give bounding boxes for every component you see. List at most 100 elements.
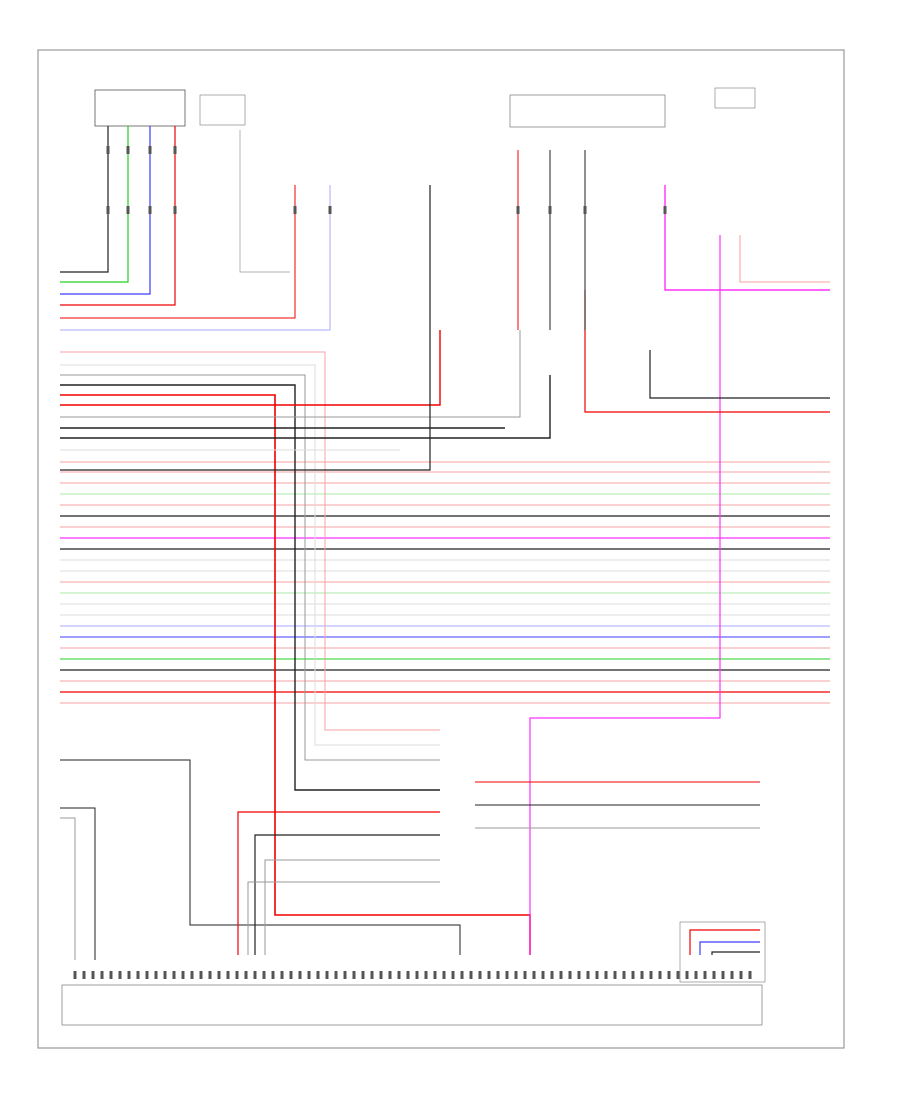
connector-pin [424,971,428,979]
connector-pin [126,146,130,154]
connector-pin [676,971,680,979]
connector-pin [663,206,667,214]
wire-1 [60,126,129,283]
connector-pin [298,971,302,979]
connector-pin [577,971,581,979]
connector-pin [352,971,356,979]
wire-15 [60,375,551,439]
wire-30 [254,834,440,955]
connector-pin [235,971,239,979]
connector-pin [730,971,734,979]
connector-pin [604,971,608,979]
connector-pin [280,971,284,979]
connector-pin [388,971,392,979]
connector-pin [217,971,221,979]
connector-pin [73,971,77,979]
wire-3 [60,126,176,306]
pin-group [73,146,752,979]
connector-pin [106,146,110,154]
connector-pin [451,971,455,979]
diagram-frame [37,49,845,1049]
connector-pin [469,971,473,979]
wire-8 [60,364,440,746]
connector-pin [244,971,248,979]
connector-pin [613,971,617,979]
connector-pin [487,971,491,979]
connector-pin [181,971,185,979]
connector-pin [478,971,482,979]
connector-pin [173,146,177,154]
connector-pin [82,971,86,979]
connector-pin [126,206,130,214]
connector-pin [514,971,518,979]
connector-pin [712,971,716,979]
connector-pin [505,971,509,979]
connector-pin [694,971,698,979]
top-center-switch-box [509,94,666,128]
wire-7 [60,351,440,731]
connector-pin [148,206,152,214]
connector-pin [173,206,177,214]
connector-pin [622,971,626,979]
connector-pin [442,971,446,979]
connector-pin [325,971,329,979]
connector-pin [667,971,671,979]
connector-pin [328,206,332,214]
wire-29 [237,811,440,955]
connector-pin [199,971,203,979]
wire-4 [60,185,296,319]
connector-pin [307,971,311,979]
wire-25 [60,185,431,471]
wire-12 [60,330,441,406]
wire-31 [264,859,440,955]
connector-pin [316,971,320,979]
wire-21 [649,350,830,399]
connector-pin [559,971,563,979]
wire-10 [60,384,440,791]
wire-26 [60,759,461,955]
connector-pin [583,206,587,214]
connector-pin [516,206,520,214]
connector-pin [271,971,275,979]
connector-pin [262,971,266,979]
connector-pin [190,971,194,979]
connector-pin [496,971,500,979]
connector-pin [148,146,152,154]
connector-pin [289,971,293,979]
wire-9 [60,374,440,761]
wire-13 [60,330,521,418]
connector-pin [658,971,662,979]
wire-6 [239,130,290,273]
connector-pin [106,206,110,214]
top-sensor-2 [199,94,246,126]
connector-pin [127,971,131,979]
ecm-bottom-box [61,984,763,1026]
wire-2 [60,126,151,295]
connector-pin [748,971,752,979]
connector-pin [433,971,437,979]
wire-37 [699,941,760,955]
wire-17 [664,185,830,291]
bottom-right-switch-box [679,921,766,983]
connector-pin [100,971,104,979]
wire-0 [60,126,109,273]
connector-pin [343,971,347,979]
connector-pin [397,971,401,979]
connector-pin [293,206,297,214]
connector-pin [91,971,95,979]
connector-pin [379,971,383,979]
connector-pin [172,971,176,979]
wire-36 [689,929,760,955]
wire-27 [60,807,96,960]
connector-pin [595,971,599,979]
connector-pin [460,971,464,979]
connector-pin [208,971,212,979]
connector-pin [118,971,122,979]
connector-pin [541,971,545,979]
connector-pin [548,206,552,214]
connector-pin [415,971,419,979]
wire-28 [60,817,76,960]
connector-pin [532,971,536,979]
connector-pin [253,971,257,979]
wire-20 [584,290,830,413]
